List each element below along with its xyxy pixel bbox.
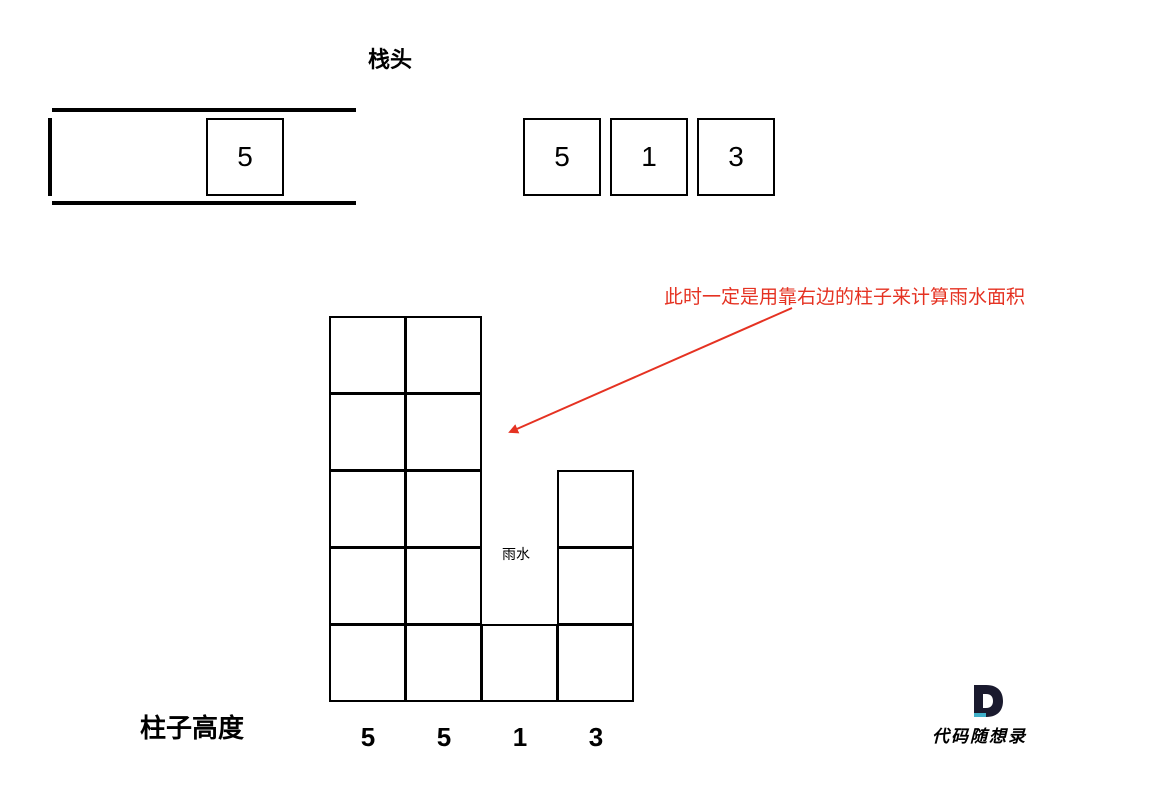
bar-cell (329, 393, 406, 471)
bar-cell (557, 624, 634, 702)
bar-height-title: 柱子高度 (140, 714, 245, 744)
bar-cell (329, 316, 406, 394)
sequence-box: 1 (610, 118, 688, 196)
bar-cell (405, 470, 482, 548)
bar-cell (405, 547, 482, 625)
stack-bottom-cap (48, 118, 52, 196)
bar-cell (405, 316, 482, 394)
bar-height-label: 5 (360, 722, 376, 752)
bar-cell (405, 624, 482, 702)
bar-cell (329, 470, 406, 548)
logo-d-icon (974, 685, 1003, 717)
bar-cell (557, 470, 634, 548)
stack-top-title: 栈头 (368, 48, 413, 73)
annotation-text: 此时一定是用靠右边的柱子来计算雨水面积 (664, 286, 1026, 308)
sequence-box: 3 (697, 118, 775, 196)
bar-cell (481, 624, 558, 702)
bar-cell (329, 547, 406, 625)
bar-cell (557, 547, 634, 625)
bar-cell (329, 624, 406, 702)
bar-height-label: 1 (512, 722, 528, 752)
logo-text: 代码随想录 (932, 727, 1027, 747)
stack-element: 5 (206, 118, 284, 196)
bar-height-label: 5 (436, 722, 452, 752)
sequence-box: 5 (523, 118, 601, 196)
rain-label: 雨水 (502, 547, 530, 563)
bar-cell (405, 393, 482, 471)
stack-top-border (52, 108, 356, 112)
stack-bottom-border (52, 201, 356, 205)
bar-height-label: 3 (588, 722, 604, 752)
